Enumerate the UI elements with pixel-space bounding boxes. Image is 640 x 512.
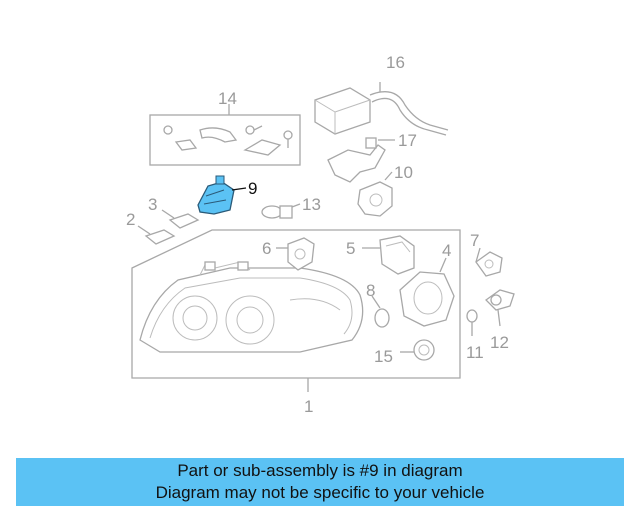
callout-10: 10: [394, 163, 413, 182]
callout-17: 17: [398, 131, 417, 150]
bulb-part-7: [475, 247, 503, 277]
headlamp-assembly-frame: [131, 229, 461, 379]
callout-13: 13: [302, 195, 321, 214]
callout-2: 2: [126, 210, 135, 229]
banner-line-disclaimer: Diagram may not be specific to your vehi…: [155, 483, 485, 502]
callout-7: 7: [470, 231, 479, 250]
headlamp-housing: [139, 261, 364, 353]
parts-diagram: 1 2 3 4 5 6 7 8 9 10 11 12 13 14 15 16 1…: [126, 53, 515, 416]
clip-part-3: [161, 209, 200, 229]
hardware-kit-box-14: [149, 104, 301, 166]
info-banner: Part or sub-assembly is #9 in diagram Di…: [16, 458, 624, 506]
pin-part-11: [466, 309, 478, 336]
banner-line-part: Part or sub-assembly is #9 in diagram: [177, 461, 463, 480]
callout-5: 5: [346, 239, 355, 258]
socket-part-6: [276, 237, 315, 271]
bulb-part-12: [484, 289, 515, 327]
bracket-part-17: [327, 137, 395, 183]
callout-15: 15: [374, 347, 393, 366]
callout-12: 12: [490, 333, 509, 352]
callout-8: 8: [366, 281, 375, 300]
small-bulb-part-13: [261, 203, 301, 219]
cap-part-4: [399, 257, 455, 327]
cover-part-5: [362, 235, 415, 275]
callout-16: 16: [386, 53, 405, 72]
cap-part-15: [400, 339, 435, 361]
igniter-part-10: [357, 171, 393, 217]
callout-6: 6: [262, 239, 271, 258]
callout-1: 1: [304, 397, 313, 416]
callout-4: 4: [442, 241, 451, 260]
callout-11: 11: [466, 343, 484, 362]
callout-3: 3: [148, 195, 157, 214]
bulb-part-9-highlighted: [197, 175, 247, 215]
ring-part-8: [371, 295, 390, 328]
callout-14: 14: [218, 89, 237, 108]
callout-9-highlighted: 9: [248, 179, 257, 198]
clip-part-2: [137, 225, 176, 245]
ballast-part: [314, 82, 449, 136]
